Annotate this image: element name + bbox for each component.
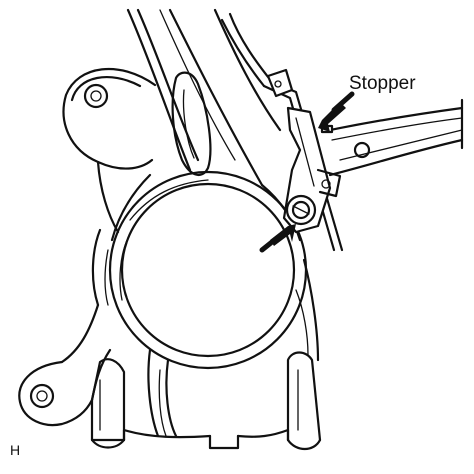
- bracket-bolt: [285, 194, 317, 226]
- hub-bore: [108, 170, 308, 370]
- steering-arm: [328, 98, 464, 177]
- lower-pockets: [90, 348, 322, 451]
- stopper-label: Stopper: [349, 73, 416, 94]
- upper-mounting-lug: [62, 67, 157, 170]
- arrow-icon: [259, 224, 296, 253]
- knuckle-upper-arm: [126, 8, 282, 187]
- figure-code: H: [10, 442, 21, 458]
- upper-pocket: [171, 71, 212, 177]
- arrow-icon: [318, 91, 355, 132]
- knuckle-left-body: [60, 160, 152, 364]
